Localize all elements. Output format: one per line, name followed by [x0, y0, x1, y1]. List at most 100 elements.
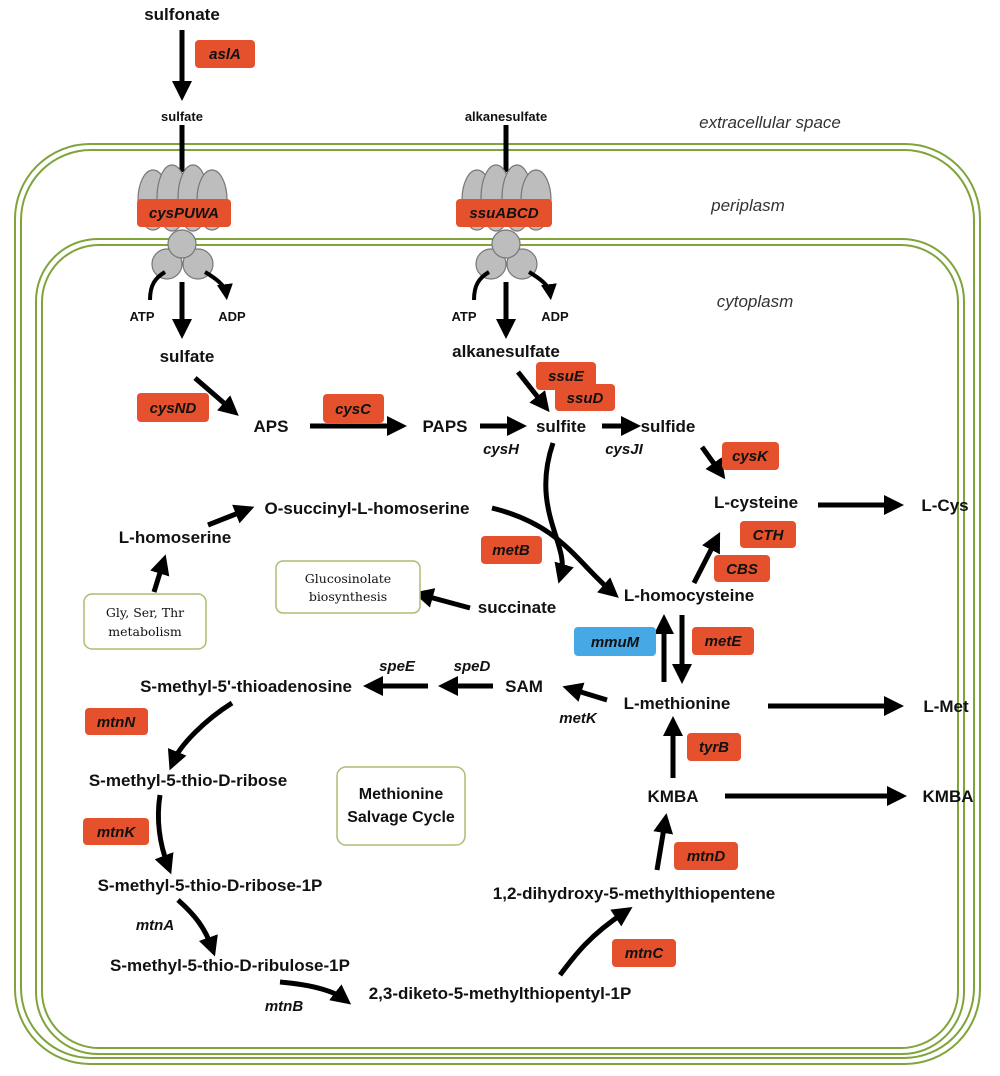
methionine-salvage-cycle-box: Methionine Salvage Cycle — [336, 766, 466, 846]
cofactor-adp-right: ADP — [541, 309, 569, 324]
label-periplasm: periplasm — [710, 196, 785, 215]
enzyme-cysPUWA: cysPUWA — [137, 199, 231, 227]
atp-curl-right — [472, 270, 491, 301]
svg-text:ssuABCD: ssuABCD — [469, 205, 538, 222]
enzyme-aslA: aslA — [195, 40, 255, 68]
metabolite-l-homoserine: L-homoserine — [119, 528, 231, 547]
metabolite-mtr: S-methyl-5-thio-D-ribose — [89, 771, 287, 790]
outer-membrane — [14, 143, 981, 1065]
enzyme-mmuM: mmuM — [574, 627, 656, 656]
svg-text:aslA: aslA — [209, 46, 241, 63]
arrow-glyserthr-homoserine — [150, 554, 170, 593]
metabolite-aps: APS — [254, 417, 289, 436]
metabolite-mtru-1p: S-methyl-5-thio-D-ribulose-1P — [110, 956, 350, 975]
svg-text:CBS: CBS — [726, 561, 758, 578]
svg-text:Salvage Cycle: Salvage Cycle — [347, 809, 455, 826]
enzyme-plain-labels: cysH cysJI speE speD metK mtnA mtnB — [136, 441, 644, 1015]
metabolite-sulfate-extracellular: sulfate — [161, 109, 203, 124]
metabolite-paps: PAPS — [422, 417, 467, 436]
svg-text:mtnD: mtnD — [687, 848, 725, 865]
arrow-dhkmtp-kmba — [653, 813, 674, 871]
svg-text:mtnK: mtnK — [97, 824, 136, 841]
svg-text:metB: metB — [492, 542, 530, 559]
enzyme-ssuE: ssuE — [536, 362, 596, 390]
svg-text:mmuM: mmuM — [591, 634, 640, 651]
svg-text:Gly, Ser, Thr: Gly, Ser, Thr — [106, 605, 184, 620]
metabolite-sulfite: sulfite — [536, 417, 586, 436]
glucosinolate-box: Glucosinolate biosynthesis — [275, 560, 421, 614]
enzyme-ssuABCD: ssuABCD — [456, 199, 552, 227]
metabolite-mta: S-methyl-5'-thioadenosine — [140, 677, 352, 696]
arrow-dkmtp-dhkmtp — [558, 907, 633, 977]
arrow-osuccinyl-homocysteine — [491, 505, 619, 598]
enzyme-cysK: cysK — [722, 442, 779, 470]
metabolite-kmba-export: KMBA — [923, 787, 974, 806]
arrow-mtr1p-mtru1p — [176, 898, 218, 957]
svg-text:Methionine: Methionine — [359, 786, 444, 803]
svg-text:mtnN: mtnN — [97, 714, 136, 731]
svg-text:Glucosinolate: Glucosinolate — [305, 571, 391, 586]
enzyme-mtnN: mtnN — [85, 708, 148, 735]
metabolite-succinate: succinate — [478, 598, 556, 617]
enzyme-mtnD: mtnD — [674, 842, 738, 870]
svg-text:ssuE: ssuE — [548, 368, 585, 385]
arrow-succinate-glucosinolate — [413, 588, 471, 611]
arrow-mta-mtr — [167, 700, 234, 771]
enzyme-metB: metB — [481, 536, 542, 564]
arrow-sulfide-cysteine — [699, 445, 726, 480]
cofactor-atp-left: ATP — [129, 309, 154, 324]
metabolite-labels: sulfonate sulfate alkanesulfate sulfate … — [89, 5, 974, 1003]
metabolite-sulfate-cytoplasm: sulfate — [160, 347, 215, 366]
metabolite-o-succinyl-l-homoserine: O-succinyl-L-homoserine — [265, 499, 470, 518]
svg-text:ssuD: ssuD — [567, 390, 604, 407]
svg-text:tyrB: tyrB — [699, 739, 729, 756]
enzyme-mtnK: mtnK — [83, 818, 149, 845]
adp-curl-right — [527, 270, 557, 301]
atp-curl-left — [148, 270, 167, 301]
metabolite-l-homocysteine: L-homocysteine — [624, 586, 754, 605]
enzyme-ssuD: ssuD — [555, 384, 615, 411]
enzyme-CTH: CTH — [740, 521, 796, 548]
arrow-sulfate-aps — [193, 376, 239, 416]
metabolite-mtr-1p: S-methyl-5-thio-D-ribose-1P — [98, 876, 323, 895]
metabolite-alkanesulfate-extracellular: alkanesulfate — [465, 109, 547, 124]
arrow-alkanesulfate-sulfite — [516, 370, 550, 413]
svg-text:metE: metE — [705, 633, 743, 650]
enzyme-metE: metE — [692, 627, 754, 655]
cofactor-labels: ATP ADP ATP ADP — [129, 309, 569, 324]
enzyme-mtnA: mtnA — [136, 917, 174, 934]
enzyme-mtnB: mtnB — [265, 998, 303, 1015]
arrow-sulfite-succinate — [543, 442, 574, 584]
svg-text:cysPUWA: cysPUWA — [149, 205, 219, 222]
arrow-homocysteine-cysteine — [691, 531, 721, 585]
enzyme-cysH: cysH — [483, 441, 520, 458]
enzyme-cysJI: cysJI — [605, 441, 643, 458]
metabolite-l-cysteine: L-cysteine — [714, 493, 798, 512]
adp-curl-left — [203, 270, 233, 301]
svg-text:biosynthesis: biosynthesis — [309, 589, 387, 604]
arrow-mtr-mtr1p — [154, 794, 174, 875]
arrow-homoserine-osuccinyl — [207, 504, 255, 528]
metabolite-l-met-export: L-Met — [923, 697, 969, 716]
enzyme-speE: speE — [379, 658, 416, 675]
enzyme-tyrB: tyrB — [687, 733, 741, 761]
enzyme-mtnC: mtnC — [612, 939, 676, 967]
enzyme-cysC: cysC — [323, 394, 384, 423]
metabolite-kmba: KMBA — [648, 787, 699, 806]
metabolite-dhk-mtp: 1,2-dihydroxy-5-methylthiopentene — [493, 884, 775, 903]
enzyme-CBS: CBS — [714, 555, 770, 582]
svg-text:mtnC: mtnC — [625, 945, 664, 962]
metabolite-sam: SAM — [505, 677, 543, 696]
svg-text:cysC: cysC — [335, 401, 372, 418]
arrows — [148, 30, 907, 1005]
label-cytoplasm: cytoplasm — [717, 292, 794, 311]
svg-text:metabolism: metabolism — [108, 624, 182, 639]
metabolite-l-cys-export: L-Cys — [921, 496, 968, 515]
enzyme-metK: metK — [559, 710, 598, 727]
svg-text:cysND: cysND — [150, 400, 197, 417]
gly-ser-thr-box: Gly, Ser, Thr metabolism — [83, 593, 207, 650]
svg-text:cysK: cysK — [732, 448, 769, 465]
label-extracellular: extracellular space — [699, 113, 841, 132]
metabolite-alkanesulfate-cytoplasm: alkanesulfate — [452, 342, 560, 361]
